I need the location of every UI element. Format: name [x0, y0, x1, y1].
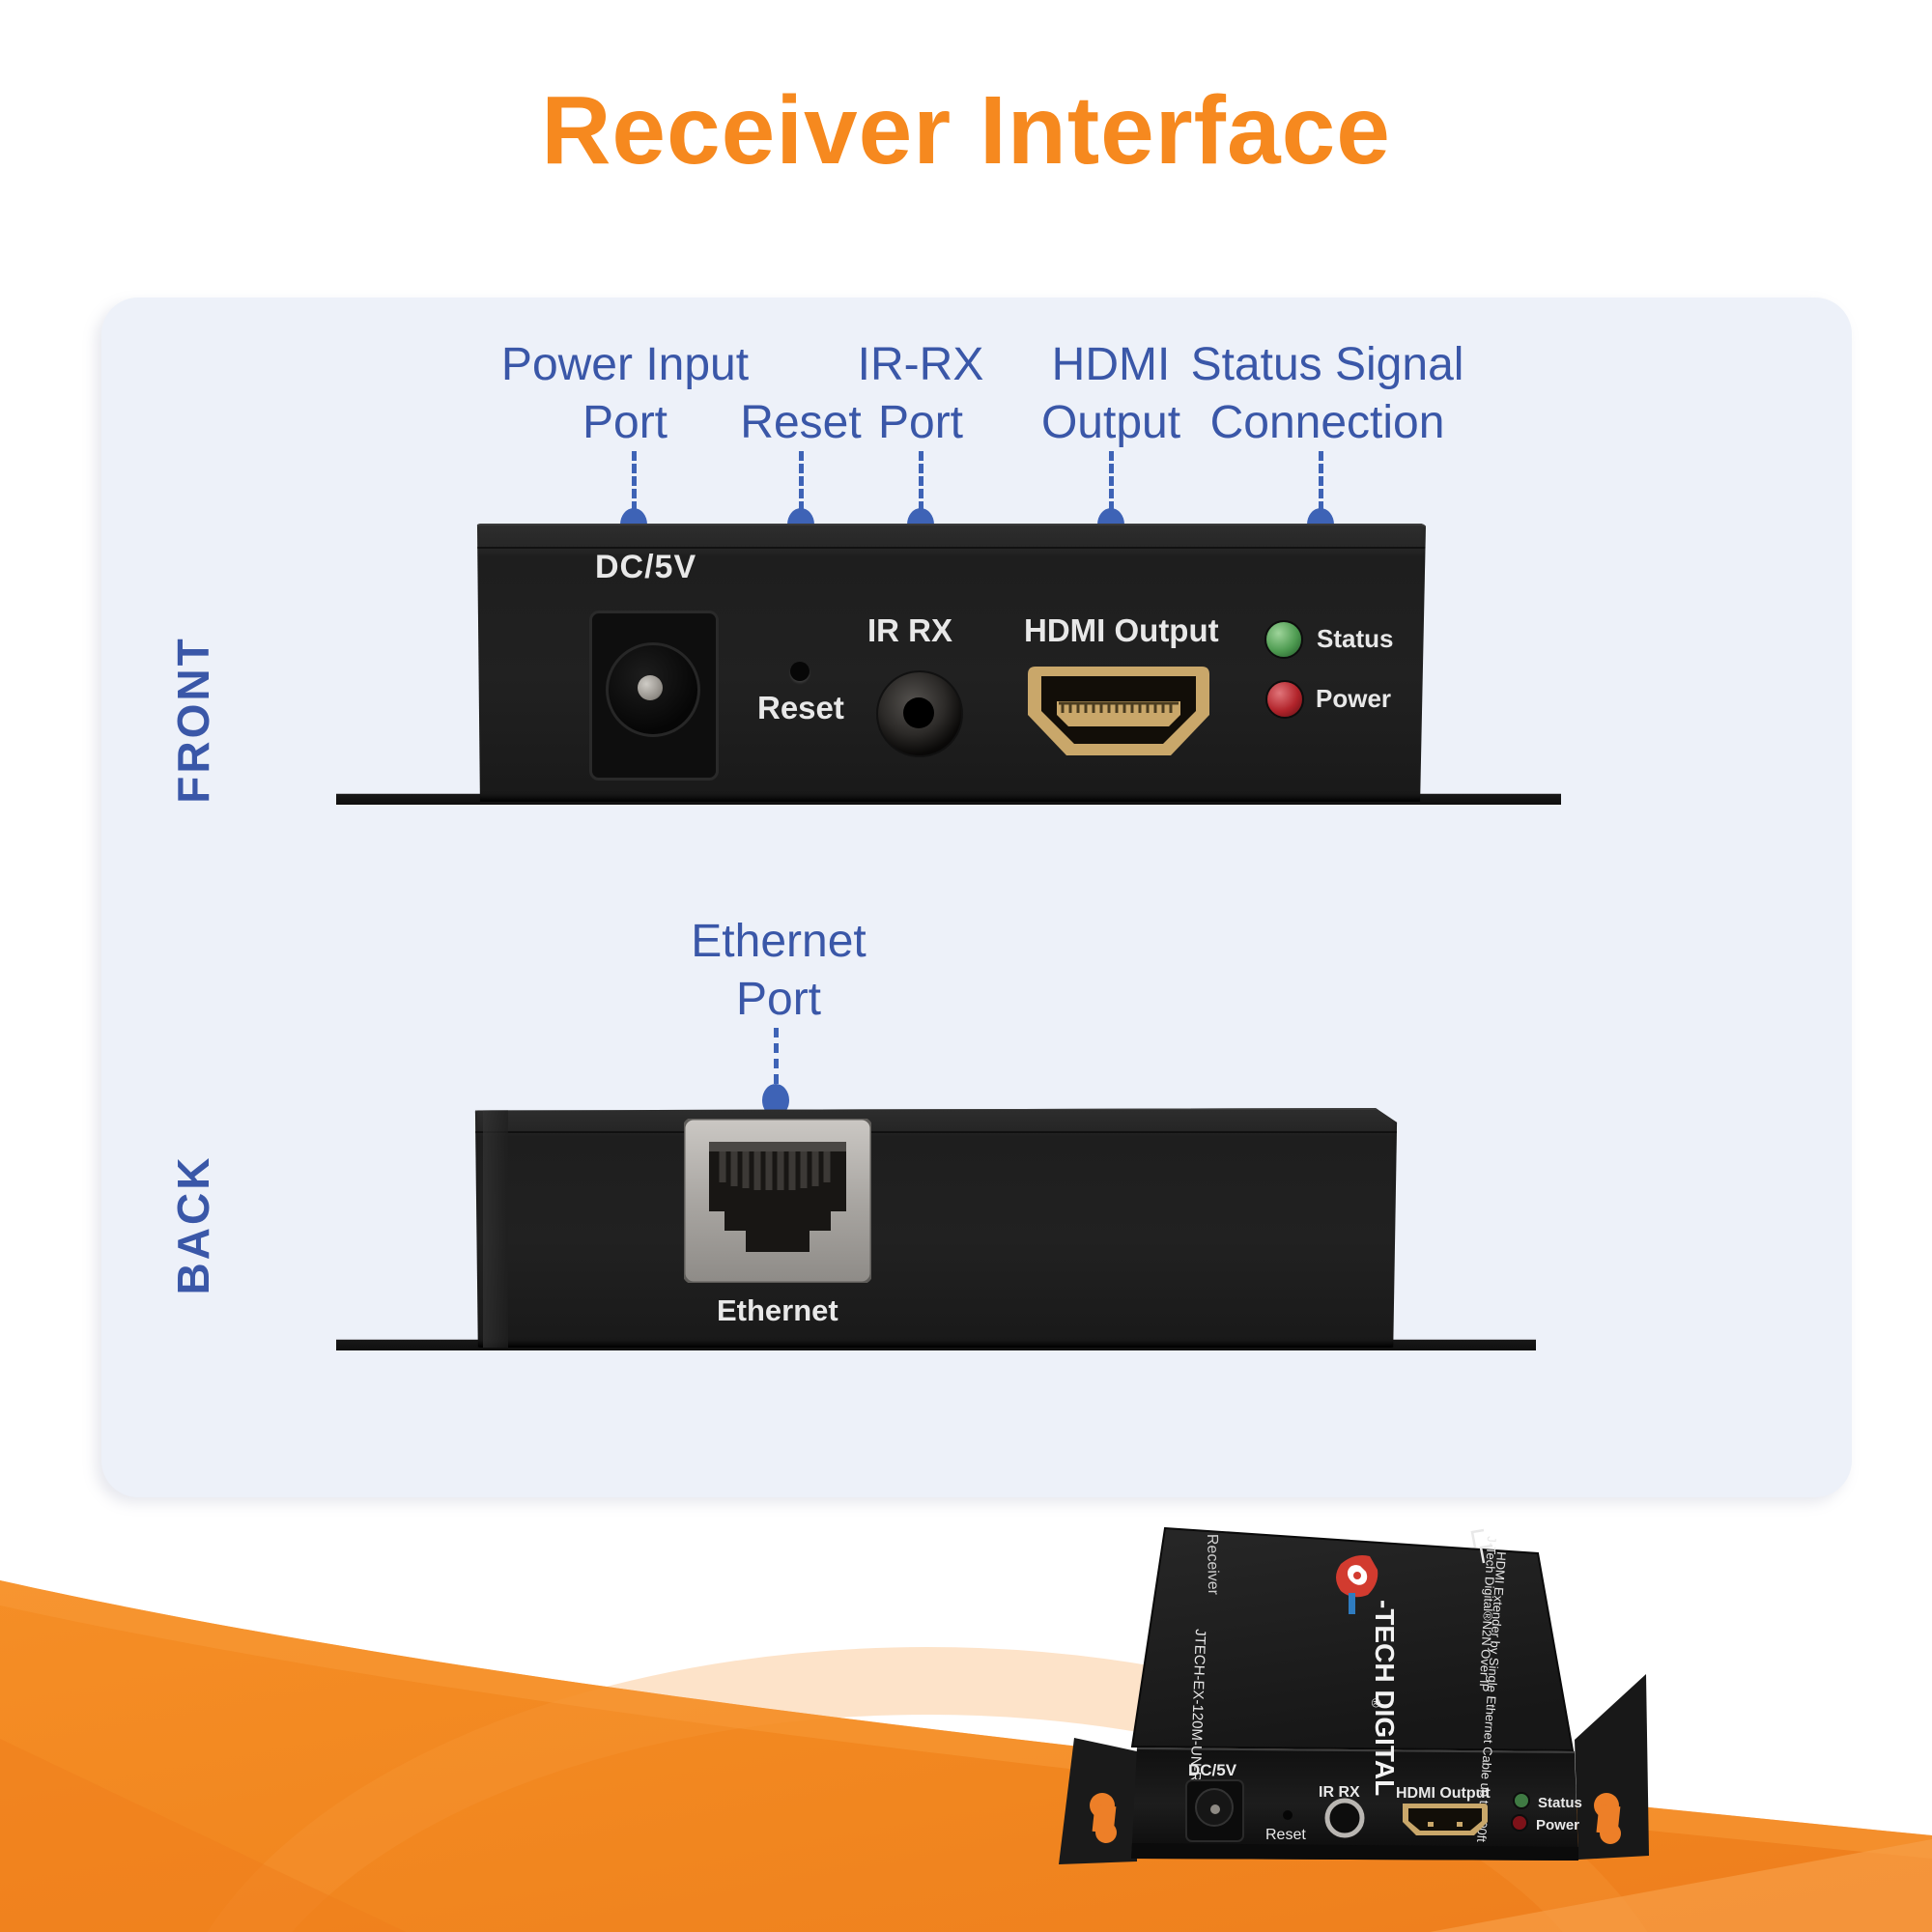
bracket-icon	[1470, 1528, 1485, 1548]
photo-ir-label: IR RX	[1319, 1784, 1360, 1801]
ethernet-label: Ethernet	[717, 1293, 838, 1327]
page-title: Receiver Interface	[541, 76, 1391, 185]
callout-line: Power Input	[500, 339, 750, 390]
photo-brand-reg: ®	[1369, 1698, 1383, 1708]
callout-hdmi-output: HDMI Output	[1041, 336, 1180, 452]
bracket-icon	[1479, 1544, 1493, 1564]
leader-line	[1319, 451, 1323, 511]
callout-line: Reset	[740, 397, 862, 448]
photo-reset-label: Reset	[1265, 1827, 1306, 1843]
photo-reset-pinhole	[1283, 1810, 1293, 1820]
hdmi-output-label: HDMI Output	[1024, 612, 1219, 648]
callout-ir-rx-port: IR-RX Port	[858, 336, 984, 452]
callout-power-input-port: Power Input Port	[501, 336, 749, 452]
photo-model-text: JTECH-EX-120M-UN-R	[1186, 1629, 1208, 1782]
back-side-label: BACK	[168, 1154, 218, 1295]
ir-rx-jack	[876, 670, 963, 757]
callout-line: Status Signal	[1190, 339, 1464, 390]
logo-blue-mark	[1349, 1593, 1355, 1614]
dc5v-label: DC/5V	[595, 549, 697, 585]
receiver-product-photo: Receiver -TECH DIGITAL ® JTECH-EX-120M-U…	[1059, 1526, 1649, 1864]
callout-line: Ethernet	[691, 916, 867, 967]
photo-status-led	[1513, 1792, 1530, 1809]
callout-line: IR-RX	[857, 339, 984, 390]
callout-line: HDMI	[1051, 339, 1171, 390]
power-led-label: Power	[1316, 684, 1392, 713]
power-jack-pin	[638, 675, 663, 700]
photo-power-label: Power	[1536, 1817, 1579, 1833]
front-side-label: FRONT	[168, 636, 218, 804]
receiver-front-panel: DC/5V Reset IR RX HDMI Output Status Pow…	[476, 524, 1427, 802]
callout-status-signal-connection: Status Signal Connection	[1191, 336, 1464, 452]
leader-line	[632, 451, 637, 511]
reset-pinhole	[790, 662, 810, 681]
callout-ethernet-port: Ethernet Port	[691, 913, 866, 1029]
leader-line	[919, 451, 923, 511]
photo-dc5v-label: DC/5V	[1188, 1761, 1237, 1779]
callout-line: Port	[877, 397, 964, 448]
right-mounting-ear	[1575, 1674, 1649, 1860]
callout-line: Port	[582, 397, 668, 448]
callout-line: Output	[1040, 397, 1181, 448]
power-led	[1265, 680, 1304, 719]
leader-line	[1109, 451, 1114, 511]
photo-status-label: Status	[1538, 1795, 1582, 1811]
callout-line: Connection	[1209, 397, 1445, 448]
power-input-jack	[589, 611, 719, 781]
photo-hdmi-label: HDMI Output	[1396, 1785, 1491, 1802]
jtech-logo-icon	[1336, 1555, 1378, 1598]
hdmi-port	[1028, 667, 1209, 755]
photo-hdmi-port	[1403, 1804, 1488, 1835]
ethernet-port	[684, 1119, 871, 1283]
reset-label: Reset	[757, 690, 844, 725]
status-led	[1264, 620, 1303, 659]
receiver-back-panel: Ethernet	[474, 1108, 1398, 1348]
left-mounting-ear	[1059, 1738, 1137, 1864]
photo-receiver-label: Receiver	[1204, 1534, 1221, 1596]
leader-line	[774, 1028, 779, 1084]
photo-ir-jack	[1324, 1798, 1365, 1838]
callout-reset: Reset	[740, 394, 861, 452]
photo-top-face	[1130, 1526, 1575, 1752]
ir-rx-label: IR RX	[867, 612, 953, 648]
status-led-label: Status	[1317, 624, 1394, 653]
callout-line: Port	[735, 974, 822, 1025]
photo-brand-text: -TECH DIGITAL	[1370, 1600, 1400, 1796]
leader-line	[799, 451, 804, 511]
photo-power-led	[1511, 1814, 1528, 1832]
